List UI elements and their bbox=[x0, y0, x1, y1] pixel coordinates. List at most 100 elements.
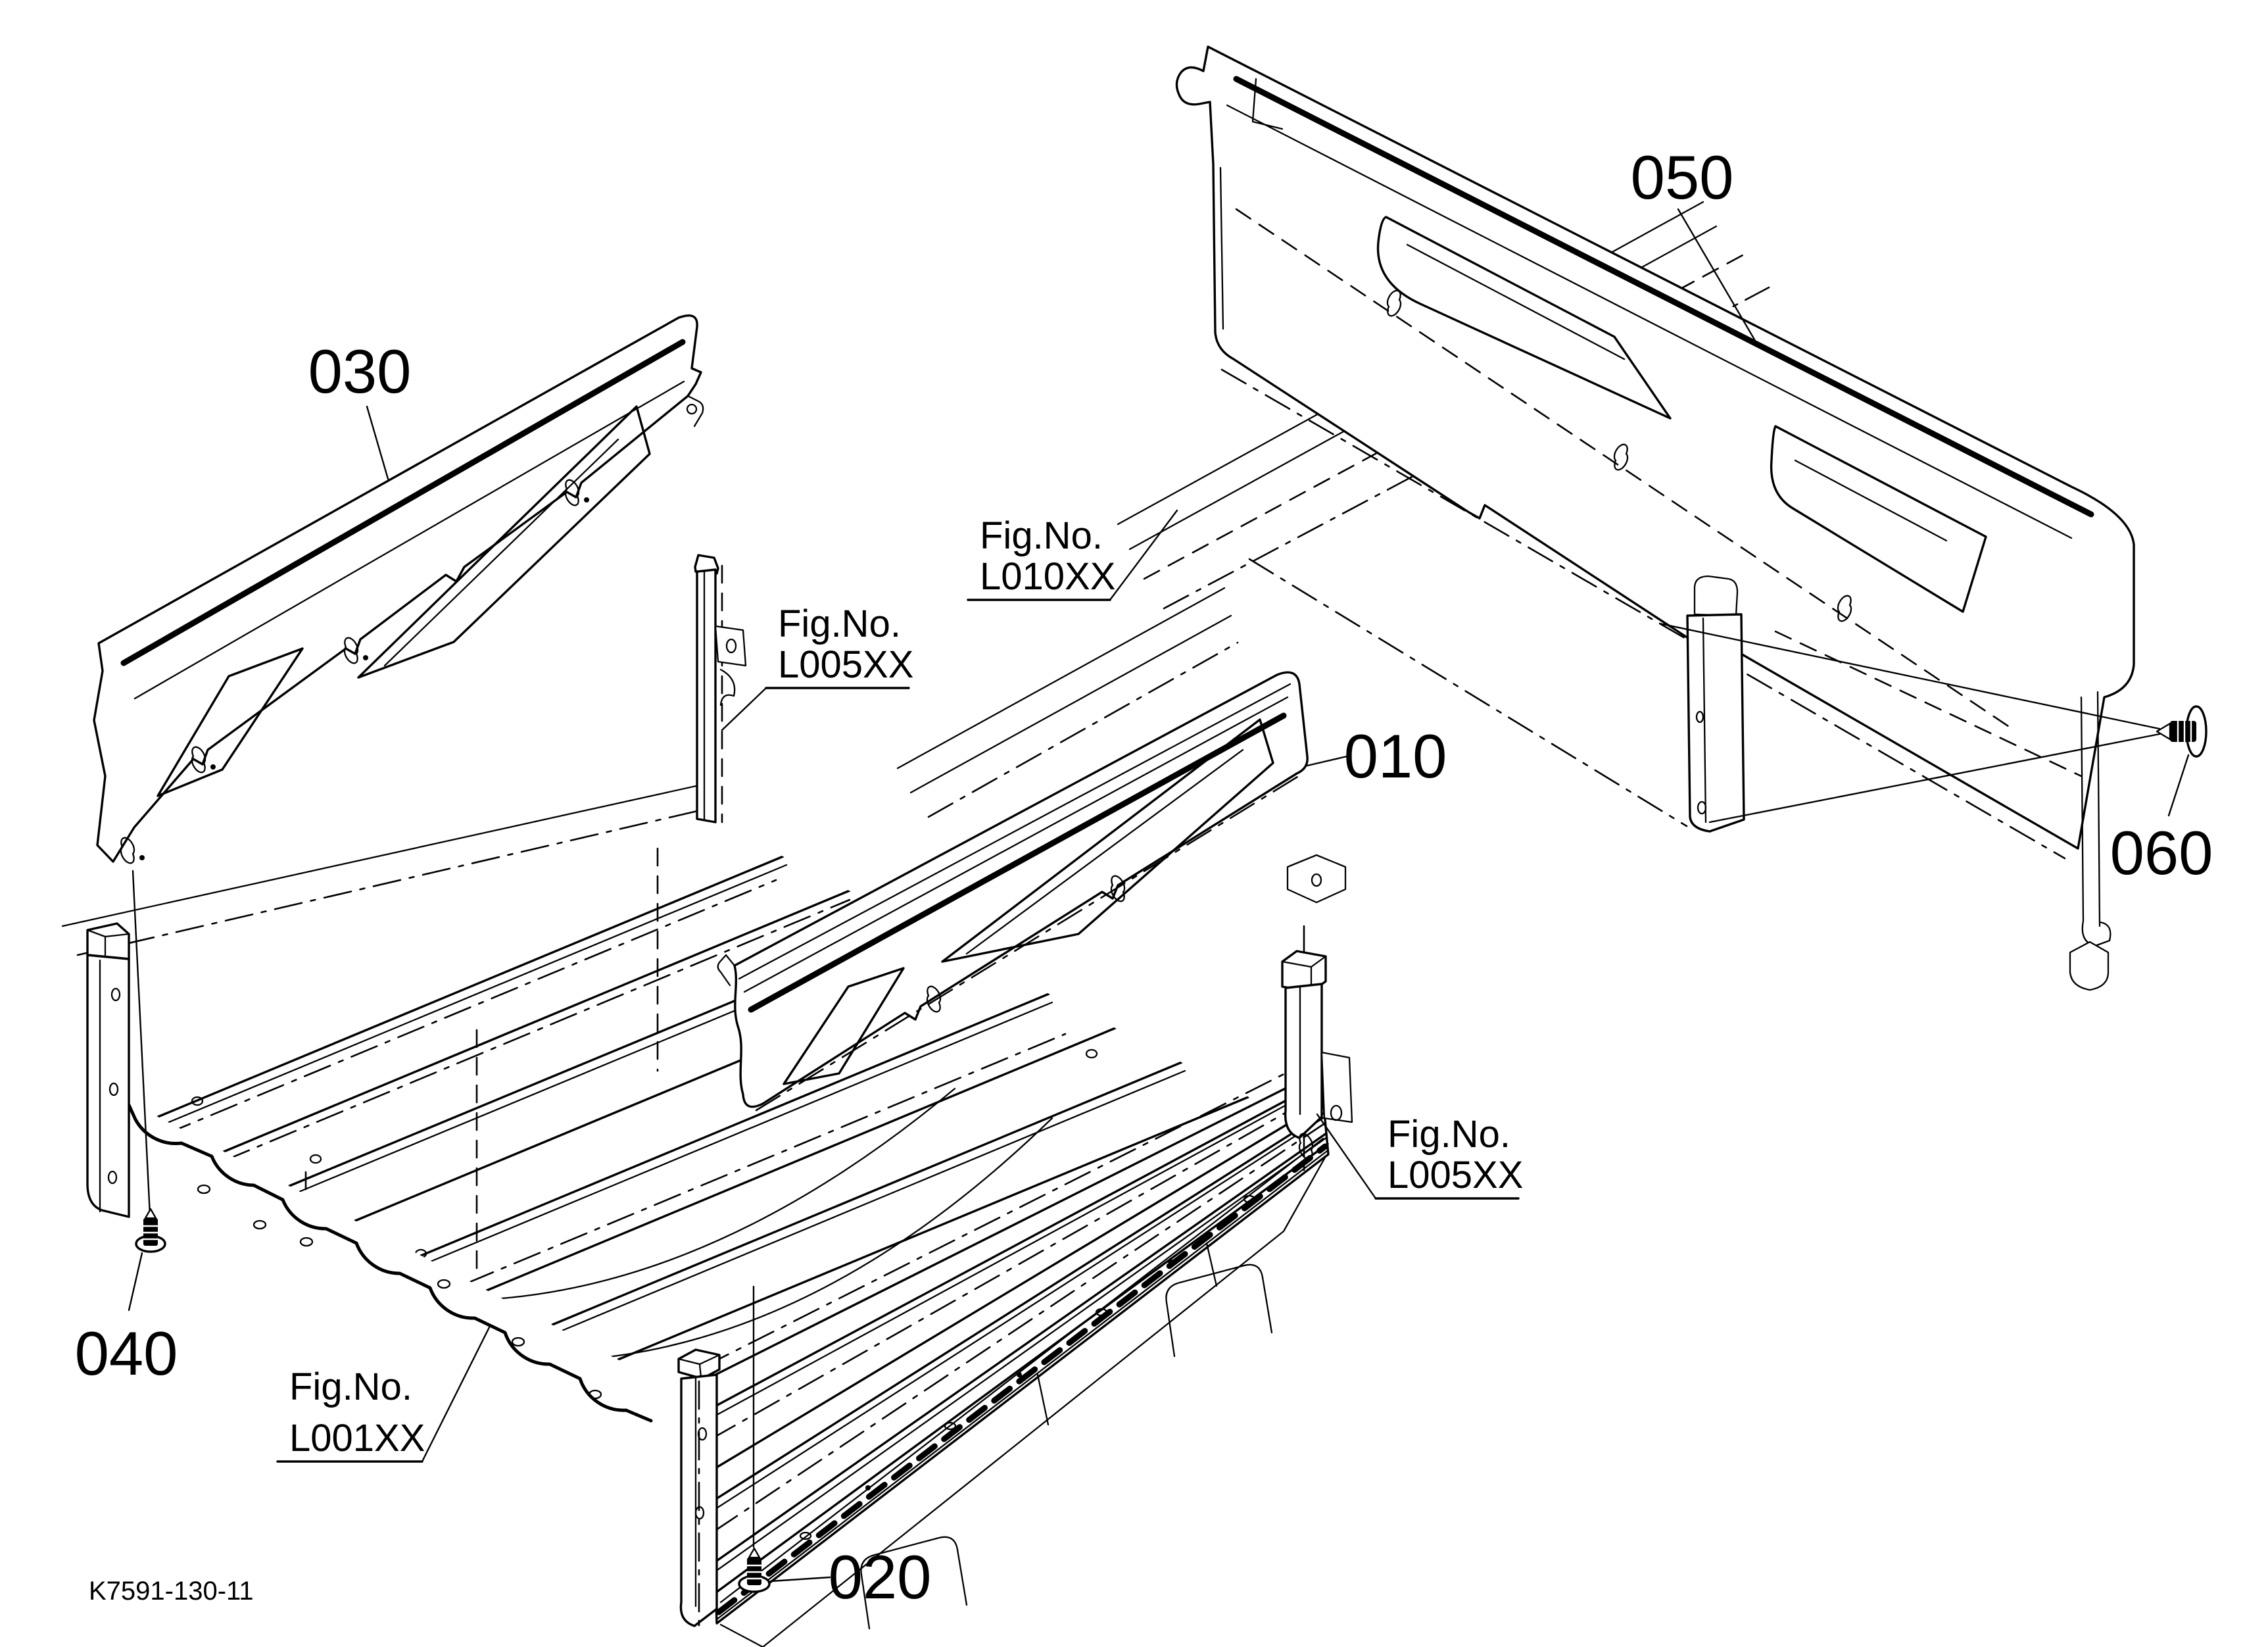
corner-post-front-right bbox=[1281, 925, 1353, 1172]
part-labels: 030 050 010 040 020 060 bbox=[75, 143, 2213, 1611]
floor-far-rail-line bbox=[61, 783, 706, 927]
mount-pin bbox=[1298, 1133, 1314, 1160]
post-body bbox=[86, 954, 130, 1218]
mount-center-line bbox=[1220, 368, 2066, 860]
panel-outline bbox=[1175, 45, 2135, 850]
mount-pin bbox=[926, 875, 1126, 1013]
tailgate-bottom-rail bbox=[715, 1143, 1328, 1615]
screw-tip bbox=[2156, 722, 2171, 741]
post-body bbox=[1284, 983, 1323, 1139]
rail-pin-dot bbox=[865, 1259, 1173, 1490]
panel-cutout-small bbox=[783, 967, 905, 1085]
corner-step bbox=[717, 954, 736, 987]
screw-body bbox=[2170, 721, 2196, 742]
latch-hole bbox=[725, 638, 737, 654]
side-panel-050 bbox=[1175, 45, 2135, 991]
tailgate-rail-edge bbox=[715, 1137, 1328, 1621]
part-label-030: 030 bbox=[308, 337, 412, 406]
fig-ref-leader bbox=[721, 687, 767, 731]
tailgate-skirt bbox=[719, 1155, 1327, 1647]
label-leader-010 bbox=[1306, 755, 1348, 767]
scallop-hole bbox=[197, 1184, 602, 1400]
panel-cutout-inner-line bbox=[383, 438, 619, 667]
fig-ref-l010xx: Fig.No. L010XX bbox=[967, 509, 1178, 601]
floor-far-rail-hidden bbox=[76, 806, 713, 956]
panel-rail-line bbox=[1226, 104, 2073, 539]
post-cap bbox=[86, 922, 130, 960]
left-step-line bbox=[1219, 78, 1284, 330]
end-tab bbox=[687, 395, 704, 428]
latch-bracket bbox=[714, 625, 747, 667]
face-hidden-line bbox=[1235, 208, 2014, 730]
stake-post-front-left bbox=[86, 922, 130, 1218]
screw-thread bbox=[746, 1564, 763, 1580]
corner-post-rear-right bbox=[677, 1348, 721, 1636]
post-hole bbox=[107, 987, 121, 1185]
mount-pin bbox=[120, 479, 580, 864]
flange-foot bbox=[2069, 941, 2110, 991]
part-label-020: 020 bbox=[829, 1542, 932, 1611]
panel-top-rail bbox=[120, 339, 686, 666]
rib-hidden-line bbox=[163, 879, 1067, 1304]
screw-040 bbox=[128, 870, 166, 1312]
post-cap-line bbox=[86, 929, 130, 956]
fig-ref-leader bbox=[421, 1326, 491, 1463]
panel-cutout-inner-line bbox=[965, 749, 1244, 955]
fig-ref-code: L010XX bbox=[980, 555, 1115, 598]
part-label-050: 050 bbox=[1631, 143, 1734, 212]
tailgate-panel bbox=[702, 1058, 1330, 1647]
rail-hole bbox=[799, 1194, 1256, 1540]
post-body bbox=[696, 568, 717, 823]
handle-cutout bbox=[860, 1536, 968, 1630]
label-leader bbox=[2167, 754, 2190, 817]
tailgate-rib bbox=[709, 1080, 1329, 1594]
side-panel-030 bbox=[93, 314, 704, 864]
rail-edge-line bbox=[896, 587, 1232, 794]
base-bracket-hole bbox=[1311, 873, 1322, 887]
post-hole bbox=[694, 1427, 708, 1520]
alignment-line bbox=[132, 870, 151, 1217]
fig-ref-code: L005XX bbox=[1387, 1154, 1523, 1196]
post-bracket bbox=[1320, 1051, 1353, 1123]
label-leader bbox=[769, 1576, 831, 1583]
fig-ref-leader bbox=[1109, 509, 1178, 601]
fig-ref-l005xx-2: Fig.No. L005XX bbox=[1316, 1113, 1523, 1200]
panel-window-2 bbox=[1770, 425, 1987, 613]
skirt-division bbox=[1036, 1242, 1218, 1426]
panel-rail-line bbox=[133, 380, 685, 700]
panel-top-rail bbox=[748, 712, 1287, 1013]
panel-cutout-large bbox=[357, 405, 651, 679]
drawing-number: K7591-130-11 bbox=[89, 1577, 254, 1606]
bracket-inner-line bbox=[1702, 617, 1707, 823]
fig-ref-prefix: Fig.No. bbox=[1387, 1113, 1510, 1156]
panel-outline bbox=[733, 671, 1309, 1108]
hinge-center-line bbox=[702, 1058, 1315, 1368]
bracket-hole bbox=[1695, 710, 1707, 815]
front-panel-010 bbox=[717, 671, 1347, 1112]
part-label-060: 060 bbox=[2110, 818, 2213, 887]
fig-ref-leader bbox=[1316, 1113, 1377, 1200]
screw-thread bbox=[142, 1225, 159, 1241]
end-tab-hole bbox=[686, 403, 698, 415]
screw-060 bbox=[1658, 622, 2208, 823]
panel-window-1-inner bbox=[1406, 243, 1626, 360]
corner-post-back-left bbox=[694, 554, 747, 823]
screw-020 bbox=[738, 1285, 831, 1593]
bed-floor-ribs bbox=[157, 822, 1249, 1362]
label-leader bbox=[128, 1252, 143, 1312]
alignment-line bbox=[1658, 622, 2161, 823]
screw-thread bbox=[2177, 720, 2192, 743]
mount-pin bbox=[1386, 289, 1852, 622]
panel-cutout-small bbox=[157, 647, 304, 797]
hinge-hidden-line bbox=[755, 774, 1302, 1112]
bed-floor bbox=[61, 783, 1249, 1423]
post-cap-line bbox=[677, 1354, 721, 1379]
tailgate-rib-hidden bbox=[710, 1091, 1327, 1533]
right-flange bbox=[2080, 691, 2111, 947]
bracket-cap-tab bbox=[1693, 575, 1739, 617]
rib-line bbox=[157, 855, 1249, 1361]
panel-top-rail bbox=[1233, 76, 2094, 518]
panel-window-1 bbox=[1376, 216, 1672, 420]
